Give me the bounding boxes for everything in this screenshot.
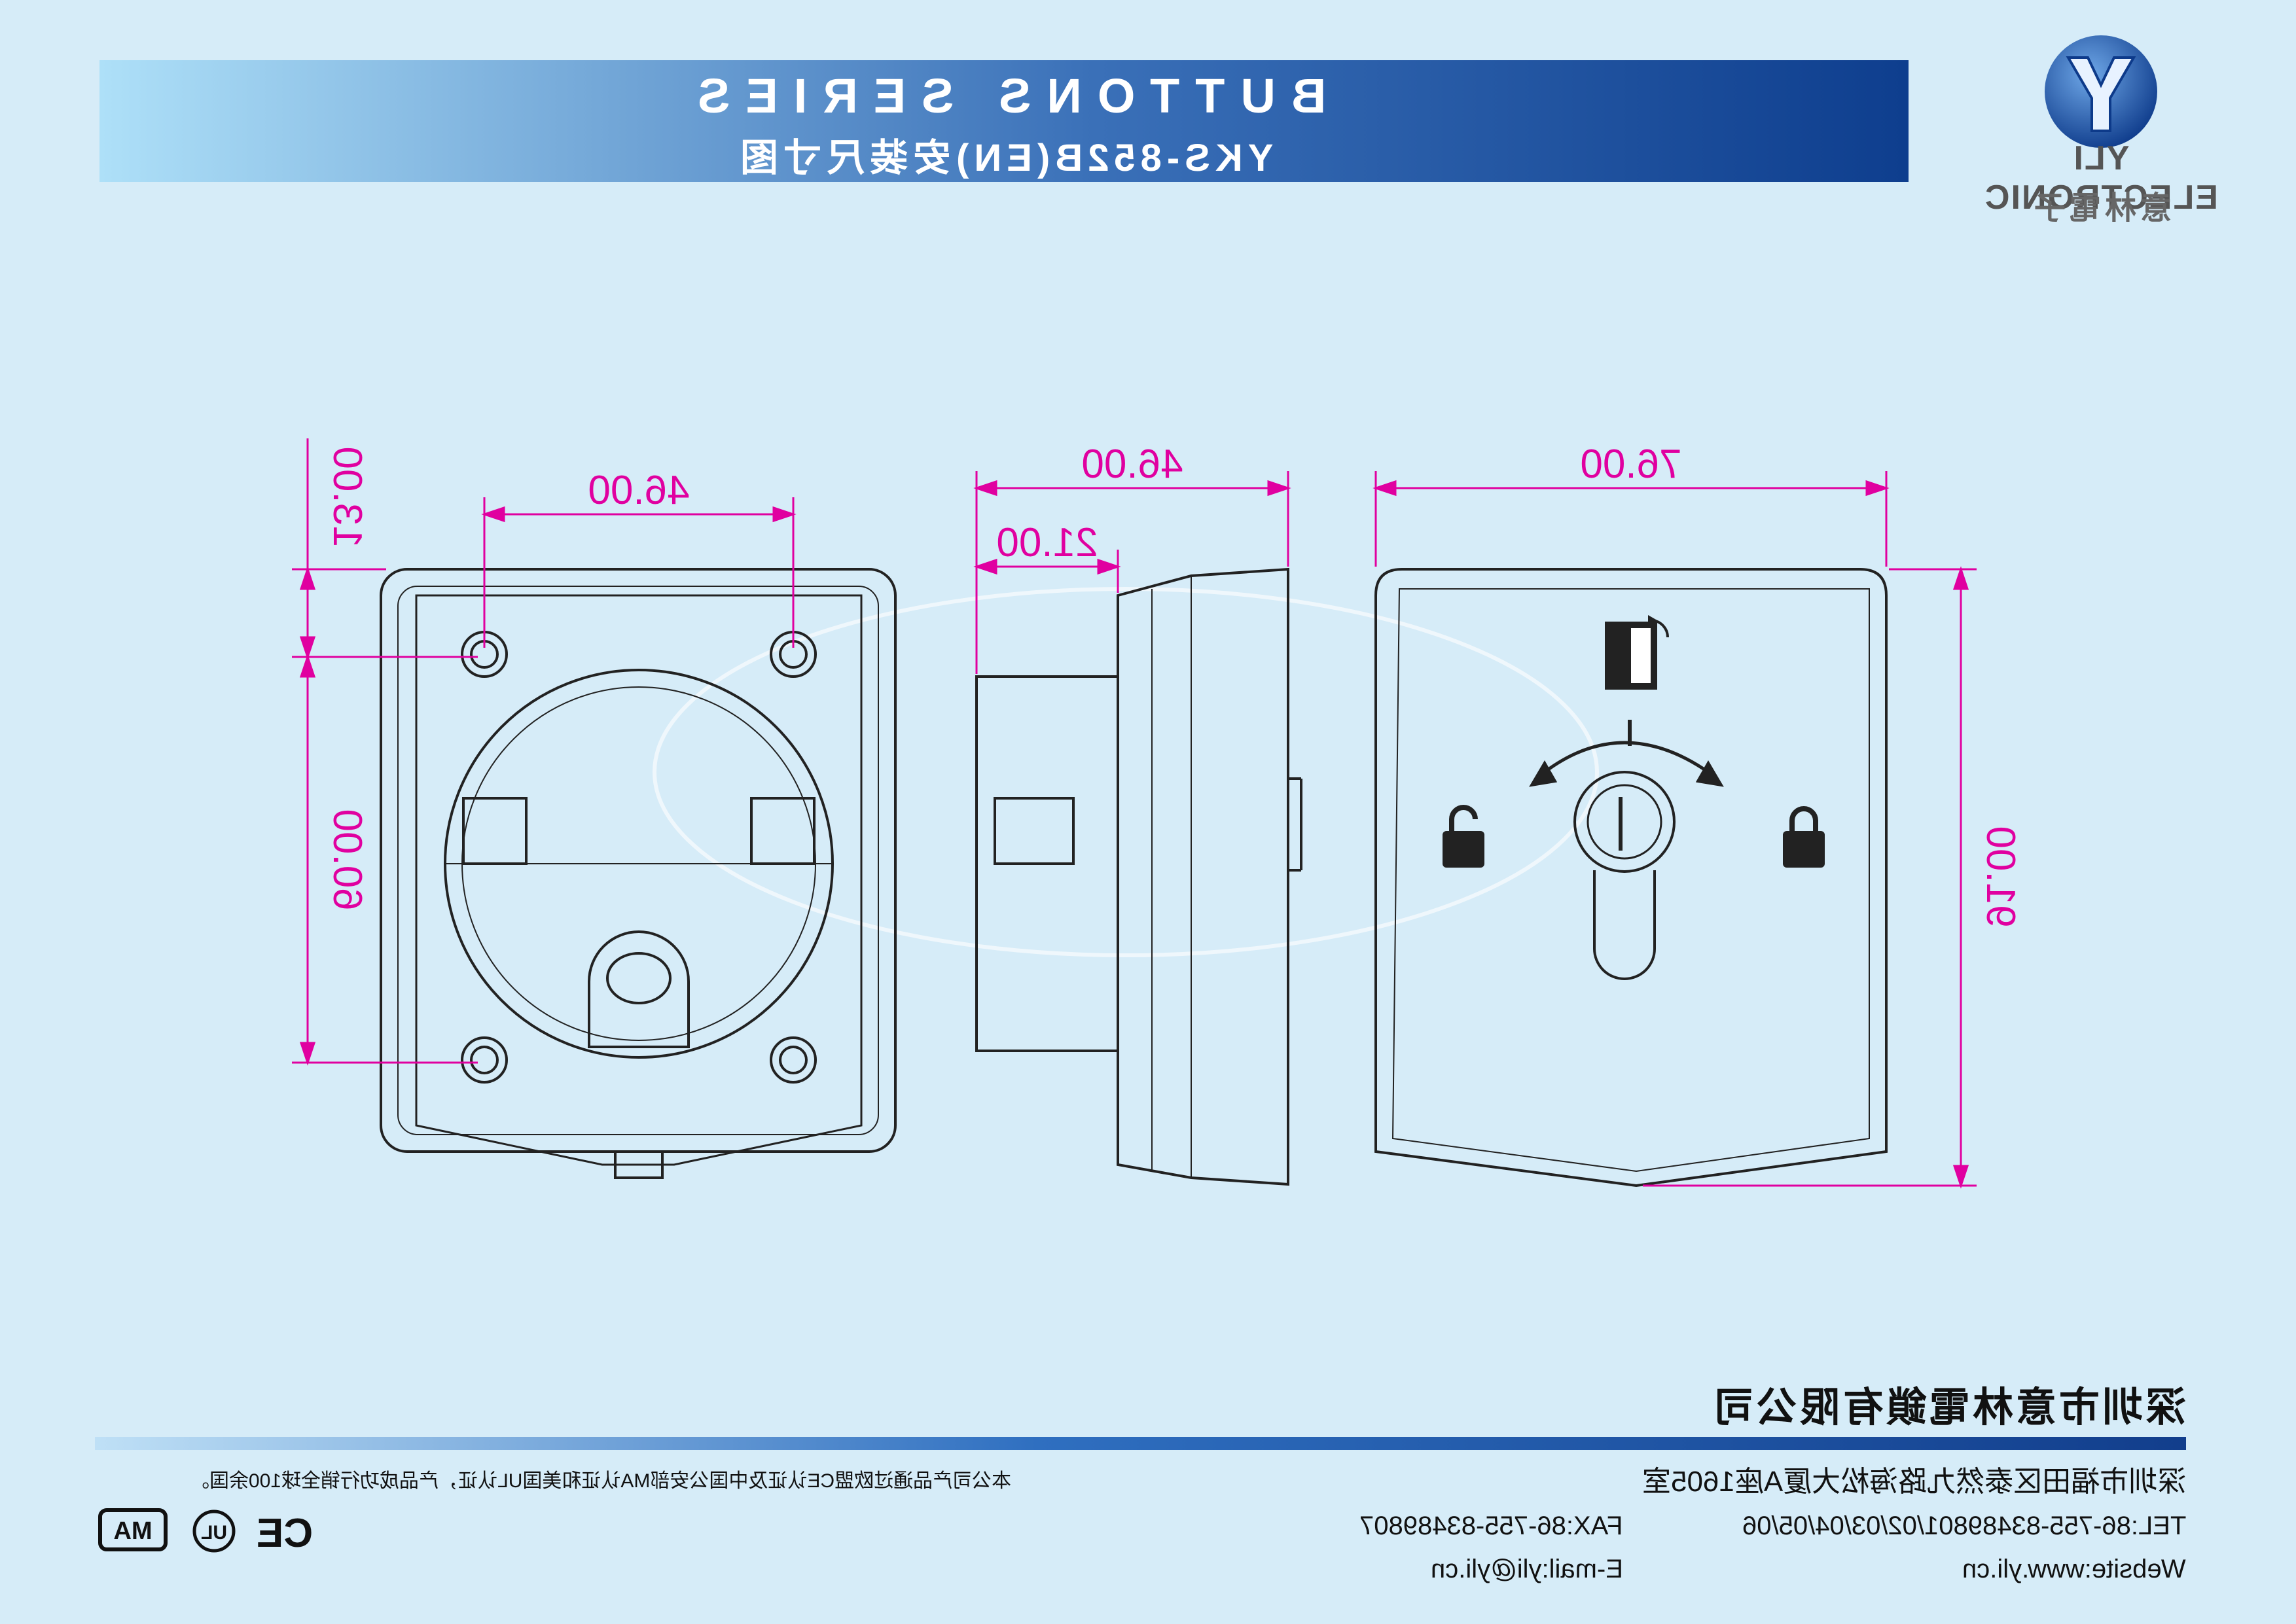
side-view bbox=[975, 567, 1302, 1186]
face-view bbox=[1374, 568, 1888, 1188]
svg-text:CE: CE bbox=[257, 1511, 313, 1556]
ce-cert-icon: CE bbox=[257, 1511, 313, 1556]
dim-back-height: 91.00 bbox=[1978, 826, 2023, 927]
svg-text:MA: MA bbox=[113, 1517, 152, 1545]
certification-icons: MA UL CE bbox=[98, 1508, 313, 1556]
dim-side-depth: 46.00 bbox=[1081, 442, 1183, 487]
dim-front-width: 46.00 bbox=[588, 468, 689, 513]
svg-text:UL: UL bbox=[201, 1522, 227, 1544]
company-address: 深圳市福田区泰然九路海松大厦A座1605室 bbox=[1641, 1466, 2186, 1498]
ul-cert-icon: UL bbox=[192, 1509, 236, 1553]
website-line: Website:www.yli.cn bbox=[1962, 1555, 2186, 1583]
title-banner: BUTTONS SERIES YKS-852B(EN)安装尺寸图 bbox=[99, 60, 1909, 182]
padlock-open-icon bbox=[1443, 805, 1484, 868]
dim-side-body-depth: 21.00 bbox=[996, 520, 1098, 565]
front-view bbox=[380, 568, 897, 1179]
watermark bbox=[653, 587, 1599, 957]
dim-front-height: 60.00 bbox=[325, 809, 370, 910]
certification-note: 本公司产品通过欧盟CE认证及中国公安部MA认证和美国UL认证，产品成功行销全球1… bbox=[189, 1470, 1011, 1492]
padlock-closed-icon bbox=[1783, 806, 1825, 868]
dim-front-top-offset: 13.00 bbox=[325, 446, 370, 548]
fax-line: FAX:86-755-83489807 bbox=[1359, 1511, 1623, 1540]
ma-cert-icon: MA bbox=[98, 1508, 168, 1551]
dim-back-width: 76.00 bbox=[1580, 442, 1681, 487]
footer-divider bbox=[95, 1437, 2186, 1450]
tel-line: TEL:86-755-83489801/02/03/04/05/06 bbox=[1742, 1511, 2186, 1540]
email-line: E-mail:yli@yli.cn bbox=[1431, 1555, 1623, 1583]
logo-y-icon bbox=[2045, 35, 2157, 148]
door-exit-icon bbox=[1605, 615, 1669, 690]
company-name: 深圳市意林電鎖有限公司 bbox=[1710, 1385, 2186, 1430]
